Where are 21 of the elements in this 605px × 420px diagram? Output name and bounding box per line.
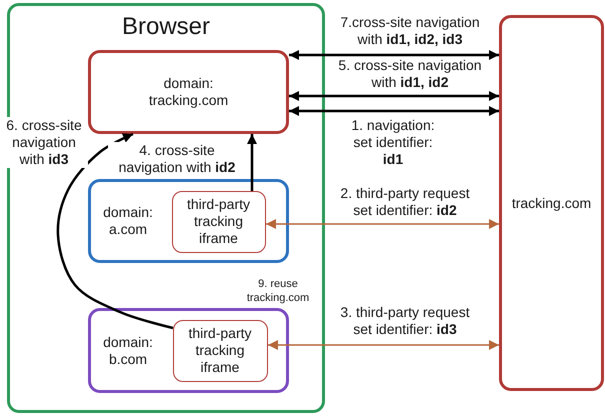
node-text: domain: b.com bbox=[102, 334, 154, 368]
arrow bbox=[56, 132, 174, 330]
iframe-box bbox=[173, 320, 268, 382]
arrow bbox=[247, 134, 257, 191]
arrow bbox=[289, 91, 499, 101]
domain-box bbox=[88, 50, 289, 134]
node-text: domain: tracking.com bbox=[148, 75, 230, 109]
domain-box bbox=[88, 308, 289, 393]
arrow bbox=[289, 106, 499, 116]
domain-box bbox=[88, 179, 289, 263]
node-text: domain: a.com bbox=[102, 204, 154, 238]
arrow bbox=[289, 50, 499, 60]
arrow bbox=[268, 340, 499, 350]
node-text: third-party tracking iframe bbox=[186, 196, 252, 247]
title-text: Browser bbox=[120, 12, 212, 42]
iframe-box bbox=[172, 191, 266, 253]
arrow bbox=[266, 219, 499, 229]
node-text: tracking.com bbox=[510, 194, 592, 212]
node-text: third-party tracking iframe bbox=[187, 325, 253, 376]
server-box bbox=[499, 15, 604, 391]
note-text: 9. reuse tracking.com bbox=[246, 277, 310, 305]
